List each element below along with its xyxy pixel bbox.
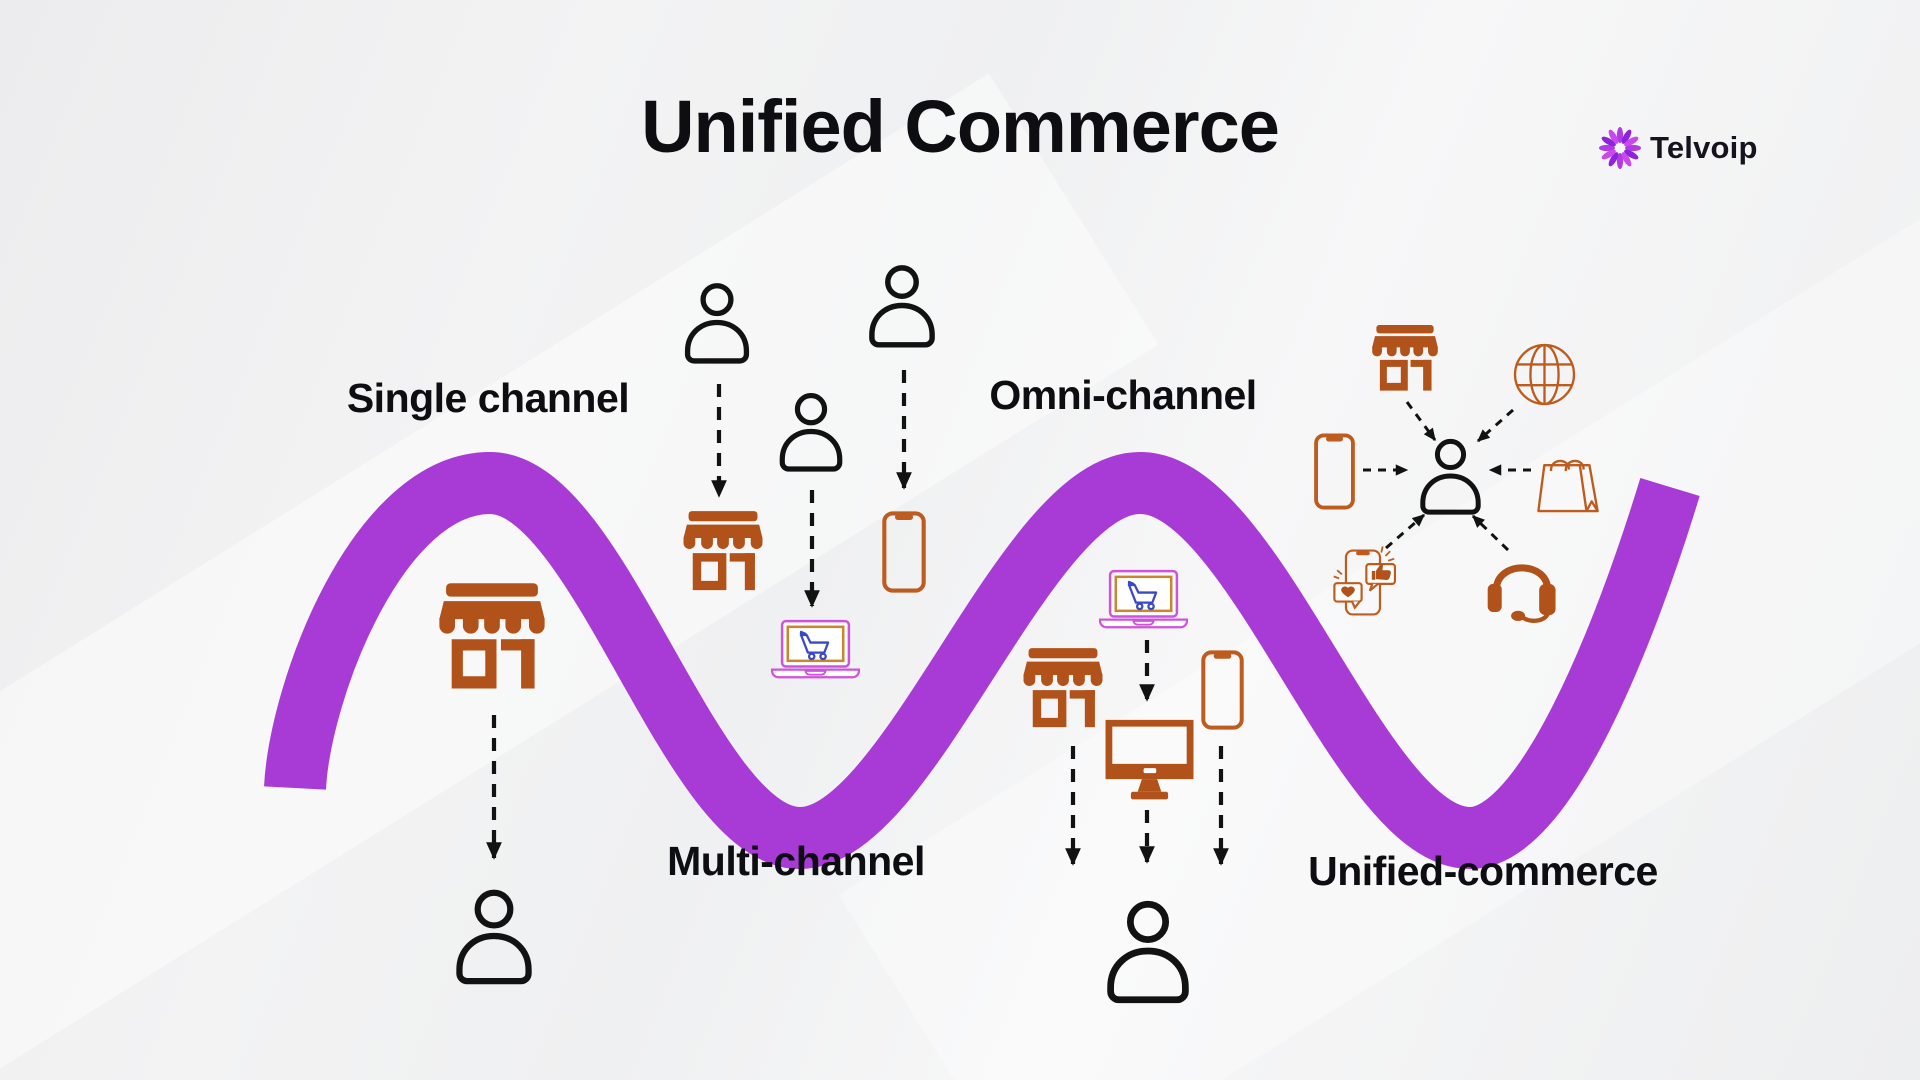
- starburst-icon: [1598, 126, 1642, 170]
- laptop-cart-icon: [768, 618, 863, 681]
- stage-label-multi-channel: Multi-channel: [667, 838, 925, 884]
- store-icon: [1021, 648, 1105, 729]
- person-icon: [771, 390, 851, 473]
- laptop-cart-icon: [1096, 568, 1191, 631]
- social-phone-icon: [1331, 545, 1399, 620]
- brand-logo: Telvoip: [1598, 126, 1758, 170]
- person-icon: [446, 886, 542, 986]
- person-icon: [860, 262, 944, 349]
- person-icon: [676, 280, 758, 365]
- arrow-in-icon: [1477, 408, 1514, 443]
- desktop-monitor-icon: [1103, 718, 1196, 803]
- store-icon: [1370, 325, 1440, 392]
- store-icon: [436, 583, 548, 691]
- store-icon: [681, 511, 765, 592]
- smartphone-icon: [1313, 433, 1356, 510]
- page-title: Unified Commerce: [641, 85, 1280, 168]
- globe-icon: [1511, 341, 1578, 408]
- dashed-arrows: [486, 370, 1229, 866]
- shopping-bag-icon: [1531, 440, 1605, 514]
- stage-label-omni-channel: Omni-channel: [989, 372, 1257, 418]
- person-icon: [1096, 897, 1200, 1005]
- headset-icon: [1483, 551, 1561, 623]
- stage-label-unified-commerce: Unified-commerce: [1308, 848, 1658, 894]
- arrow-in-icon: [1405, 401, 1437, 442]
- brand-name: Telvoip: [1650, 130, 1758, 165]
- hub-arrows: [1363, 401, 1531, 552]
- person-icon: [1412, 436, 1489, 516]
- smartphone-icon: [1200, 650, 1245, 730]
- arrow-in-icon: [1385, 513, 1425, 550]
- smartphone-icon: [881, 511, 927, 593]
- journey-wave: [264, 451, 1700, 870]
- arrow-in-icon: [1471, 514, 1510, 552]
- stage-label-single-channel: Single channel: [346, 375, 630, 421]
